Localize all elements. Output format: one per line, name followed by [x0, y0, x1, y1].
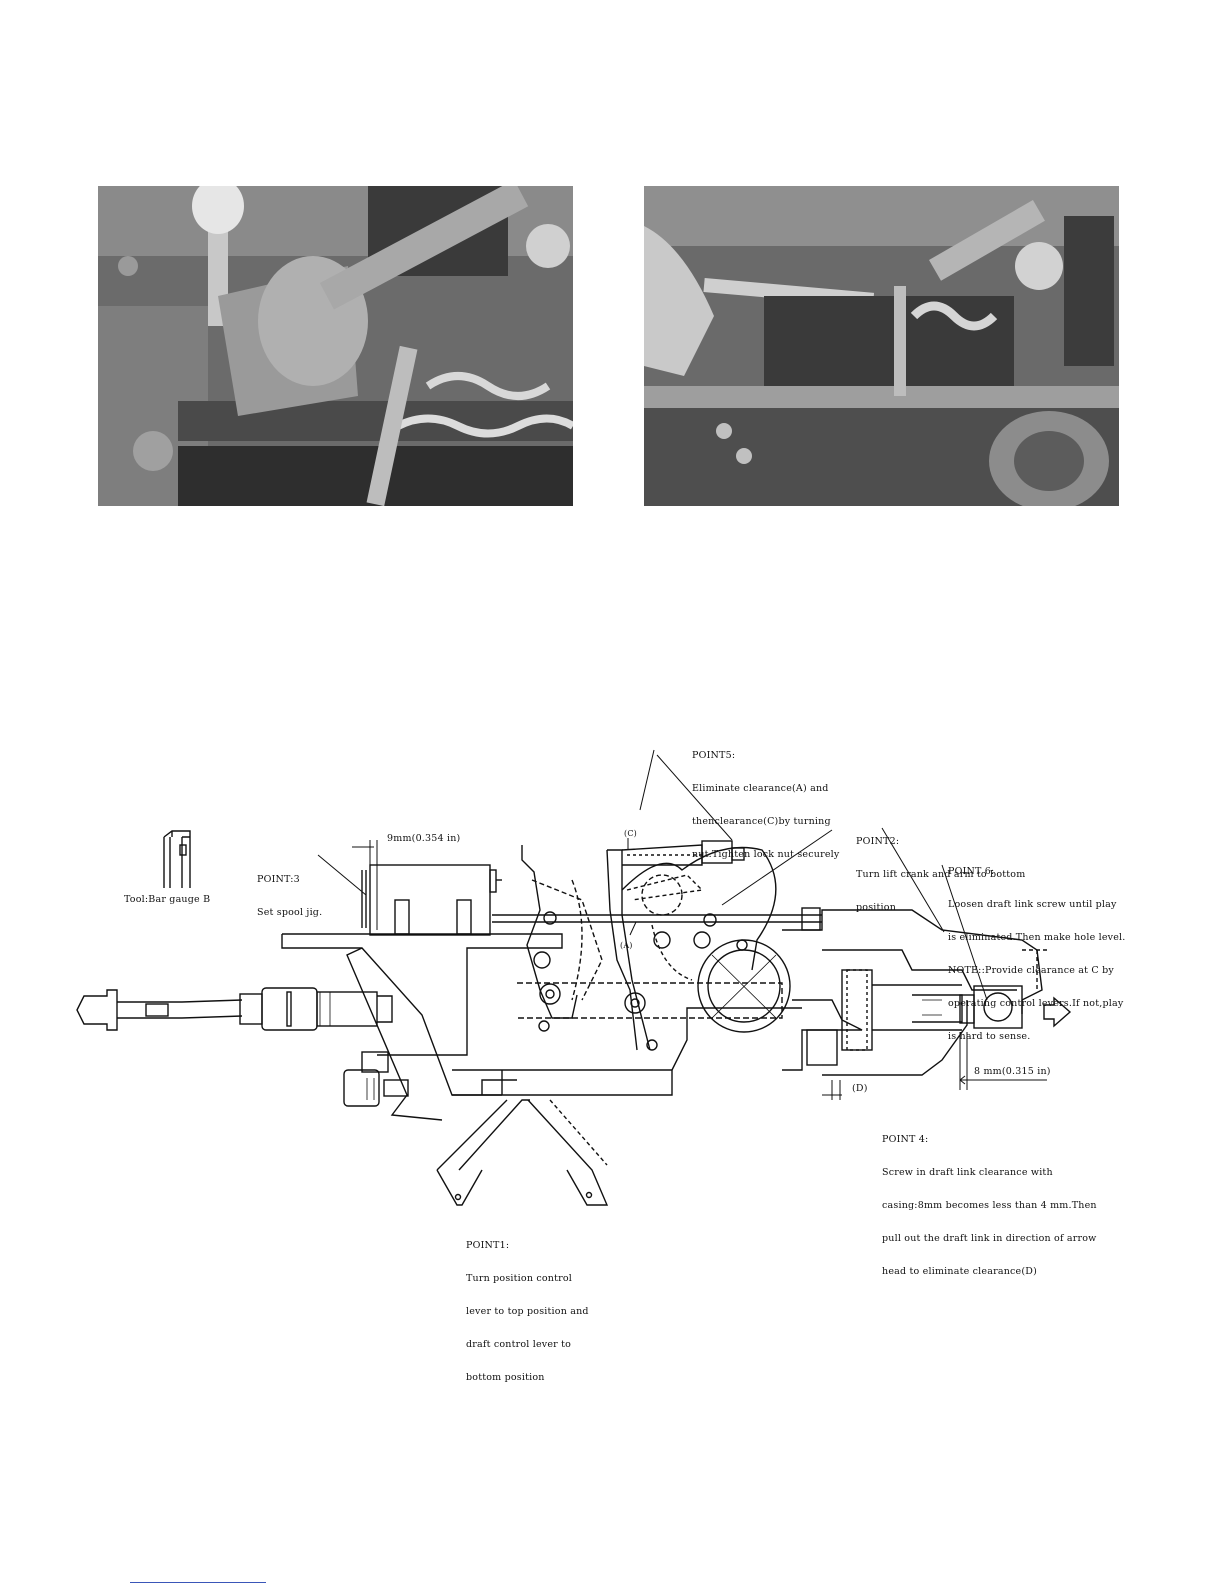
- point6-label: POINT 6: Loosen draft link screw until p…: [948, 844, 1126, 1064]
- point4-title: POINT 4:: [882, 1134, 929, 1145]
- point3-title: POINT:3: [257, 874, 300, 885]
- clearance-a-label: (A): [620, 941, 633, 950]
- photo-draft-link-adjust: [644, 186, 1119, 506]
- point2-line1: Turn lift crank and arm to bottom: [856, 869, 1026, 880]
- footer-rule: [130, 1582, 266, 1583]
- point3-label: POINT:3 Set spool jig.: [257, 852, 322, 940]
- dim-9mm-label: 9mm(0.354 in): [387, 833, 461, 844]
- point2-line2: position: [856, 902, 897, 913]
- point6-title: POINT 6:: [948, 866, 995, 877]
- point1-line2: lever to top position and: [466, 1306, 589, 1317]
- point4-line4: head to eliminate clearance(D): [882, 1266, 1037, 1277]
- point6-line4: operating control levers.If not,play: [948, 998, 1124, 1009]
- point2-title: POINT2:: [856, 836, 900, 847]
- dim-8mm-label: 8 mm(0.315 in): [974, 1066, 1051, 1077]
- point6-line1: Loosen draft link screw until play: [948, 899, 1117, 910]
- point4-line3: pull out the draft link in direction of …: [882, 1233, 1097, 1244]
- clearance-c-label: (C): [624, 829, 637, 838]
- point1-line1: Turn position control: [466, 1273, 573, 1284]
- point5-label: POINT5: Eliminate clearance(A) and thenc…: [692, 728, 839, 882]
- photo-spool-jig: [98, 186, 573, 506]
- point6-line3: NOTE::Provide clearance at C by: [948, 965, 1114, 976]
- bar-gauge-tool: [163, 830, 191, 888]
- point5-line1: Eliminate clearance(A) and: [692, 783, 829, 794]
- draft-control-adjustment-diagram: Tool:Bar gauge B POINT:3 Set spool jig. …: [62, 700, 1160, 1383]
- point4-line1: Screw in draft link clearance with: [882, 1167, 1053, 1178]
- point5-line3: nut.Tighten lock nut securely: [692, 849, 840, 860]
- point6-line2: is eliminated.Then make hole level.: [948, 932, 1126, 943]
- point5-line2: thenclearance(C)by turning: [692, 816, 831, 827]
- point1-title: POINT1:: [466, 1240, 510, 1251]
- point1-line3: draft control lever to: [466, 1339, 572, 1350]
- point1-line4: bottom position: [466, 1372, 545, 1383]
- point6-line5: is hard to sense.: [948, 1031, 1031, 1042]
- point4-label: POINT 4: Screw in draft link clearance w…: [882, 1112, 1097, 1299]
- point4-line2: casing:8mm becomes less than 4 mm.Then: [882, 1200, 1097, 1211]
- tool-label: Tool:Bar gauge B: [124, 894, 211, 905]
- point1-label: POINT1: Turn position control lever to t…: [466, 1218, 589, 1405]
- point3-text: Set spool jig.: [257, 907, 323, 918]
- clearance-d-label: (D): [852, 1083, 868, 1094]
- point2-label: POINT2: Turn lift crank and arm to botto…: [856, 814, 1025, 935]
- point5-title: POINT5:: [692, 750, 736, 761]
